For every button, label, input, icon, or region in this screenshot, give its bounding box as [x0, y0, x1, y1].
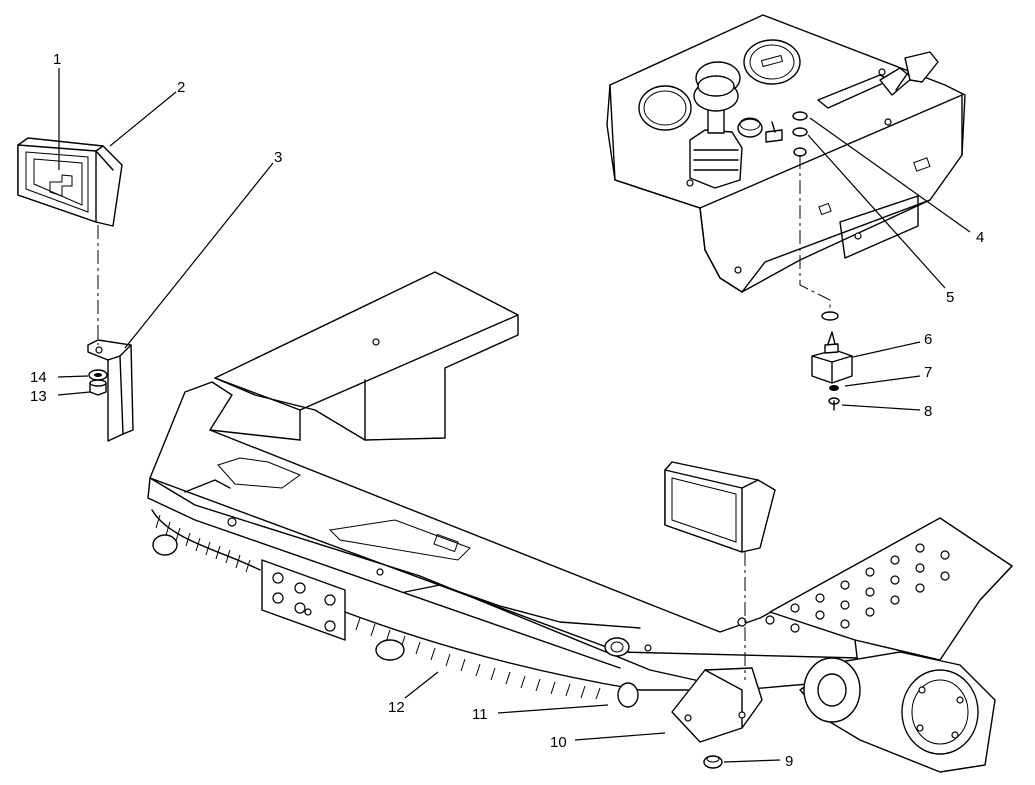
work-light-lower — [664, 461, 776, 553]
callout-4: 4 — [976, 229, 984, 246]
step-plate-dimples — [737, 543, 950, 633]
callout-12: 12 — [388, 699, 405, 716]
callout-14: 14 — [30, 369, 47, 386]
callout-labels: 1 2 3 4 5 6 7 8 9 10 11 12 13 14 — [30, 51, 984, 770]
work-light-upper — [17, 137, 123, 227]
callout-9: 9 — [785, 753, 793, 770]
callout-10: 10 — [550, 734, 567, 751]
callout-3: 3 — [274, 149, 282, 166]
callout-8: 8 — [924, 403, 932, 420]
light-mounting-bracket — [87, 339, 134, 442]
harness-corrugations — [155, 514, 601, 700]
toggle-switch-assembly — [811, 311, 853, 411]
callout-5: 5 — [946, 289, 954, 306]
callout-11: 11 — [472, 706, 488, 723]
main-frame — [147, 271, 1013, 773]
callout-13: 13 — [30, 388, 47, 405]
callout-1: 1 — [53, 51, 61, 68]
callout-7: 7 — [924, 364, 932, 381]
control-console — [606, 14, 966, 293]
leader-lines — [57, 68, 971, 763]
callout-2: 2 — [177, 79, 185, 96]
callout-6: 6 — [924, 331, 932, 348]
